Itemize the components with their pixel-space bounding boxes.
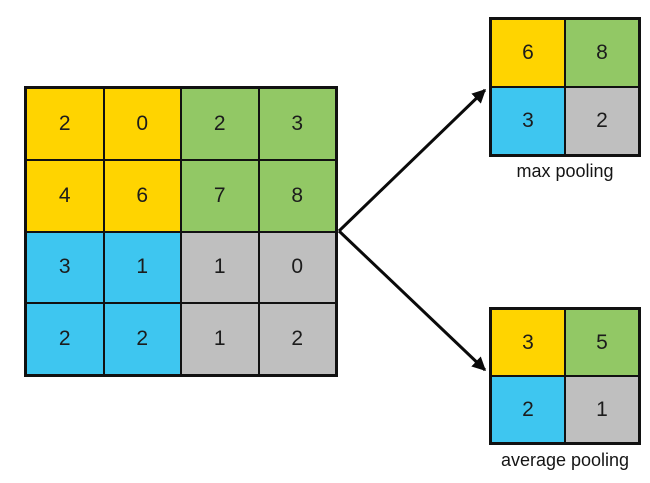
max-pooling-cell: 8 — [565, 19, 639, 87]
input-cell: 0 — [103, 88, 181, 160]
input-cell: 2 — [181, 88, 259, 160]
input-cell: 8 — [258, 159, 336, 232]
input-cell: 2 — [103, 303, 181, 375]
input-cell: 6 — [103, 159, 181, 232]
max-pooling-cell: 3 — [491, 87, 565, 155]
input-grid: 2 0 2 3 4 6 7 8 3 1 1 0 2 2 1 2 — [24, 86, 338, 377]
input-cell: 1 — [181, 231, 259, 304]
average-pooling-cell: 5 — [565, 309, 639, 376]
max-pooling-cell: 2 — [565, 87, 639, 155]
input-cell: 0 — [258, 231, 336, 304]
input-cell: 2 — [26, 88, 104, 160]
average-pooling-cell: 3 — [491, 309, 565, 376]
input-cell: 2 — [258, 303, 336, 375]
average-pooling-grid: 3 5 2 1 — [489, 307, 641, 445]
average-pooling-cell: 1 — [565, 376, 639, 443]
arrow-to-max-pooling — [337, 88, 487, 233]
input-cell: 1 — [103, 231, 181, 304]
input-cell: 7 — [181, 159, 259, 232]
average-pooling-label: average pooling — [500, 450, 630, 470]
average-pooling-cell: 2 — [491, 376, 565, 443]
input-cell: 3 — [258, 88, 336, 160]
input-cell: 3 — [26, 231, 104, 304]
input-cell: 4 — [26, 159, 104, 232]
arrow-to-average-pooling — [337, 229, 487, 372]
max-pooling-grid: 6 8 3 2 — [489, 17, 641, 157]
input-cell: 1 — [181, 303, 259, 375]
input-cell: 2 — [26, 303, 104, 375]
max-pooling-label: max pooling — [516, 161, 614, 181]
max-pooling-cell: 6 — [491, 19, 565, 87]
